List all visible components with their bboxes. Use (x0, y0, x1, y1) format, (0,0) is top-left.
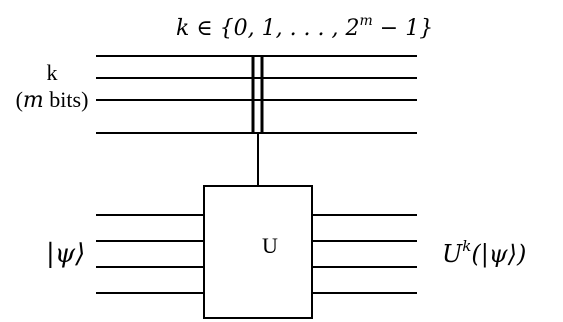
target-wires-right (312, 214, 417, 294)
unitary-gate (203, 185, 313, 319)
output-state-label: Uk(|ψ⟩) (442, 237, 526, 269)
classical-bus (251, 56, 264, 133)
control-register-wires (96, 55, 417, 134)
gate-label: U (262, 233, 278, 258)
target-wires-left (96, 214, 204, 294)
control-register-label-bits: (m bits) (16, 87, 89, 113)
control-register-label-k: k (47, 60, 58, 85)
range-annotation: k ∈ {0, 1, . . . , 2m − 1} (176, 13, 433, 41)
input-state-label: |ψ⟩ (46, 239, 85, 269)
